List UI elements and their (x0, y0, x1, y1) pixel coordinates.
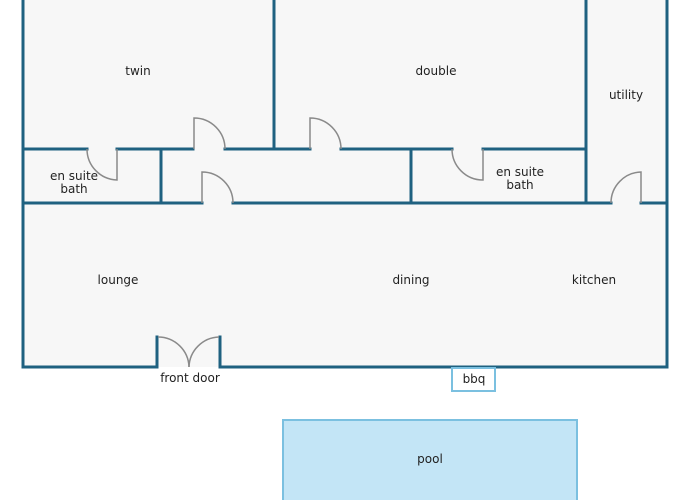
door-double (309, 117, 342, 150)
room-label-utility-text: utility (608, 88, 644, 102)
room-label-twin: twin (110, 65, 166, 78)
door-ensuite-right (451, 148, 484, 181)
room-label-dining: dining (381, 274, 441, 287)
front-door-label-text: front door (160, 371, 220, 385)
room-label-ensuite-left: en suite bath (38, 170, 110, 196)
room-label-lounge: lounge (88, 274, 148, 287)
room-label-ensuite-right: en suite bath (484, 166, 556, 192)
room-label-lounge-text: lounge (97, 273, 139, 287)
bbq-box (451, 367, 496, 392)
door-front-right (188, 336, 220, 368)
pool-shape (282, 419, 578, 500)
room-label-ensuite-left-line2: bath (60, 182, 88, 196)
bbq-label: bbq (452, 373, 496, 386)
front-door-label: front door (150, 372, 230, 385)
doors (86, 117, 642, 368)
room-label-kitchen-text: kitchen (571, 273, 617, 287)
walls (21, 0, 669, 369)
floor-main (23, 203, 668, 367)
door-ensuite-left (86, 148, 118, 181)
room-label-double-text: double (415, 64, 457, 78)
pool-label: pool (400, 453, 460, 466)
room-label-ensuite-right-line2: bath (506, 178, 534, 192)
door-twin (193, 117, 226, 150)
room-label-ensuite-right-line1: en suite (495, 165, 545, 179)
room-label-dining-text: dining (392, 273, 430, 287)
room-label-kitchen: kitchen (562, 274, 626, 287)
pool-label-text: pool (417, 452, 443, 466)
floor-utility (586, 0, 667, 203)
bbq-label-text: bbq (462, 372, 486, 386)
door-front-left (157, 336, 190, 368)
door-utility (610, 171, 642, 204)
floor (23, 0, 668, 367)
room-label-utility: utility (592, 89, 660, 102)
room-label-ensuite-left-line1: en suite (49, 169, 99, 183)
room-label-double: double (396, 65, 476, 78)
room-label-twin-text: twin (125, 64, 151, 78)
door-hall (201, 171, 234, 204)
